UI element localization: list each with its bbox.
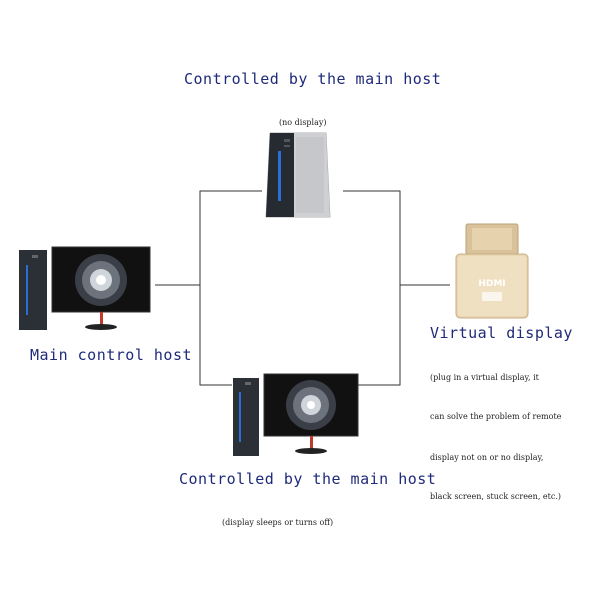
line-top-right (343, 190, 401, 386)
top-host-subtitle: (no display) (279, 118, 327, 127)
virtual-display-title: Virtual display (430, 324, 573, 342)
tower-pc-icon (265, 132, 331, 218)
plug-hdmi-text: HDMI (478, 279, 505, 289)
line-top-left (199, 190, 262, 386)
bottom-host-title: Controlled by the main host (179, 470, 437, 488)
virtual-desc-line-4: black screen, stuck screen, etc.) (430, 492, 561, 501)
virtual-desc-line-3: display not on or no display, (430, 453, 544, 462)
main-host-label: Main control host (30, 346, 193, 364)
desktop-pc-icon (233, 373, 359, 456)
hdmi-dummy-plug-icon: HDMI (455, 223, 529, 319)
top-host-title: Controlled by the main host (184, 70, 442, 88)
virtual-desc-line-2: can solve the problem of remote (430, 412, 562, 421)
desktop-pc-icon (19, 246, 151, 330)
virtual-desc-line-1: (plug in a virtual display, it (430, 373, 539, 382)
bottom-host-subtitle: (display sleeps or turns off) (222, 518, 334, 527)
